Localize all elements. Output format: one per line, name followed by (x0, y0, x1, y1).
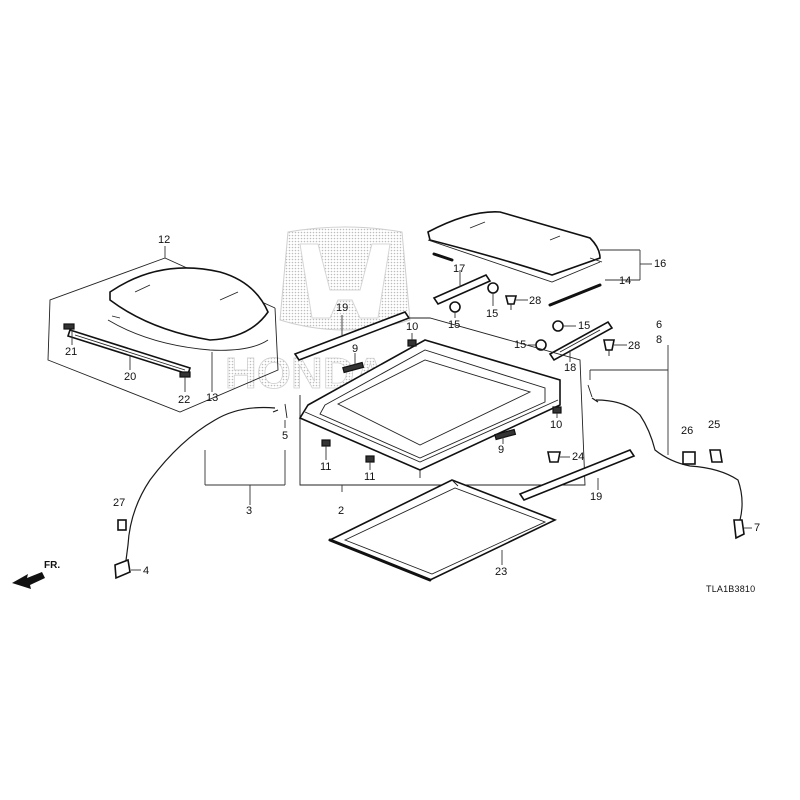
callout-15-d: 15 (514, 339, 527, 351)
deflector-assembly (427, 211, 652, 307)
bracket-18 (548, 320, 614, 362)
callout-12: 12 (158, 234, 171, 246)
nut-24 (547, 451, 570, 463)
honda-logo-watermark-icon: HONDA (225, 226, 411, 398)
callout-18: 18 (564, 362, 577, 374)
front-direction-label: FR. (44, 560, 61, 571)
strip-19-upper (293, 311, 411, 361)
callout-25: 25 (708, 419, 721, 431)
callout-28-a: 28 (529, 295, 542, 307)
drain-cable-left (114, 403, 288, 580)
callout-8: 8 (656, 334, 663, 346)
callout-2: 2 (338, 505, 345, 517)
sunroof-frame-group (298, 317, 586, 492)
fasteners (449, 282, 627, 356)
guide-strip-17 (432, 270, 492, 306)
callout-14: 14 (619, 275, 632, 287)
callout-15-b: 15 (486, 308, 499, 320)
callout-19-lower: 19 (590, 491, 603, 503)
callout-4: 4 (143, 565, 150, 577)
callout-9-lower: 9 (498, 444, 505, 456)
callout-15-c: 15 (578, 320, 591, 332)
callout-13: 13 (206, 392, 219, 404)
strip-19-lower (518, 449, 636, 501)
callout-9-upper: 9 (352, 343, 359, 355)
callout-6: 6 (656, 319, 663, 331)
callout-5: 5 (282, 430, 289, 442)
callout-15-a: 15 (448, 319, 461, 331)
drain-cable-right (587, 345, 752, 540)
callout-10-upper: 10 (406, 321, 419, 333)
callout-27: 27 (113, 497, 126, 509)
callout-26: 26 (681, 425, 694, 437)
callout-3: 3 (246, 505, 253, 517)
callout-21: 21 (65, 346, 78, 358)
callout-19-upper: 19 (336, 302, 349, 314)
callout-16: 16 (654, 258, 667, 270)
callout-11-left: 11 (320, 461, 332, 473)
callout-7: 7 (754, 522, 761, 534)
callout-20: 20 (124, 371, 137, 383)
sunshade-23 (328, 479, 558, 582)
front-direction-arrow-icon (12, 572, 45, 589)
callout-23: 23 (495, 566, 508, 578)
callout-17: 17 (453, 263, 466, 275)
callout-10-lower: 10 (550, 419, 563, 431)
callout-11-right: 11 (364, 471, 376, 483)
callout-24: 24 (572, 451, 585, 463)
glass-assembly-group (47, 246, 279, 413)
callout-22: 22 (178, 394, 191, 406)
drawing-code: TLA1B3810 (706, 584, 756, 594)
callout-28-b: 28 (628, 340, 641, 352)
